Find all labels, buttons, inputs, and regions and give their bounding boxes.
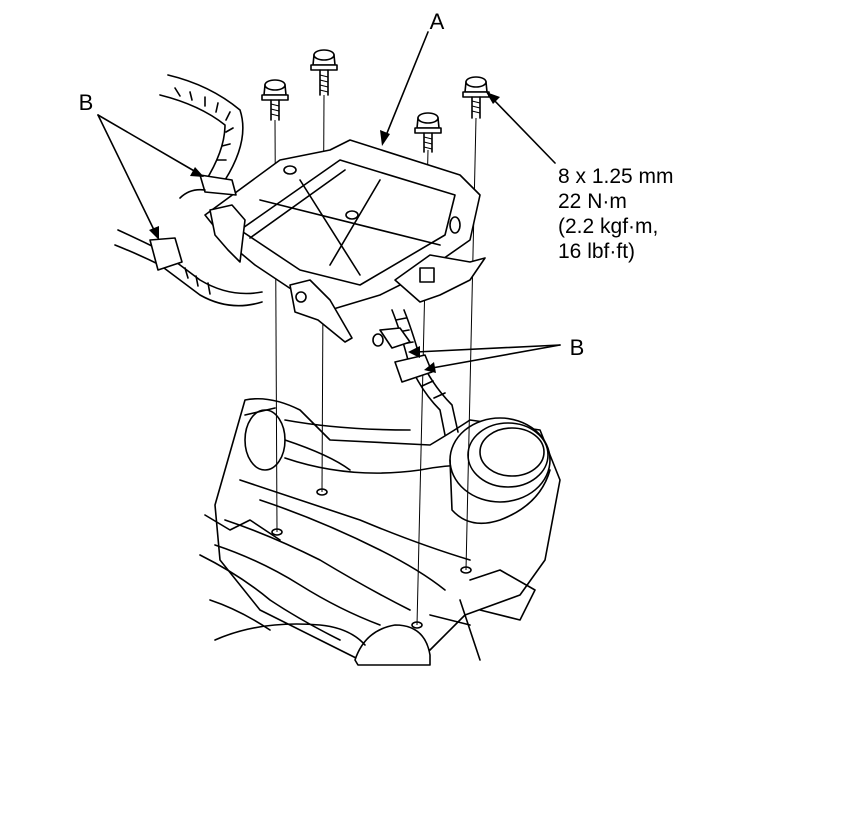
body-structure [199,397,561,666]
bolt-size-text: 8 x 1.25 mm [558,165,674,188]
leader-lines [97,31,561,373]
wire-harness-left [114,229,263,307]
torque-kgfm-text: (2.2 kgf·m, [558,215,658,238]
torque-lbfft-text: 16 lbf·ft) [558,240,635,263]
label-a: A [430,9,445,34]
torque-nm-text: 22 N·m [558,190,627,213]
torque-specification: 8 x 1.25 mm 22 N·m (2.2 kgf·m, 16 lbf·ft… [558,165,674,263]
bolt-2 [310,49,338,96]
battery-tray [204,139,486,343]
label-b-left: B [79,90,94,115]
bolt-3 [414,112,442,153]
label-b-right: B [570,335,585,360]
wire-harness-upper [159,74,244,199]
wire-harness-center [372,309,459,436]
bolt-4 [462,76,490,119]
bolt-1 [261,79,289,121]
